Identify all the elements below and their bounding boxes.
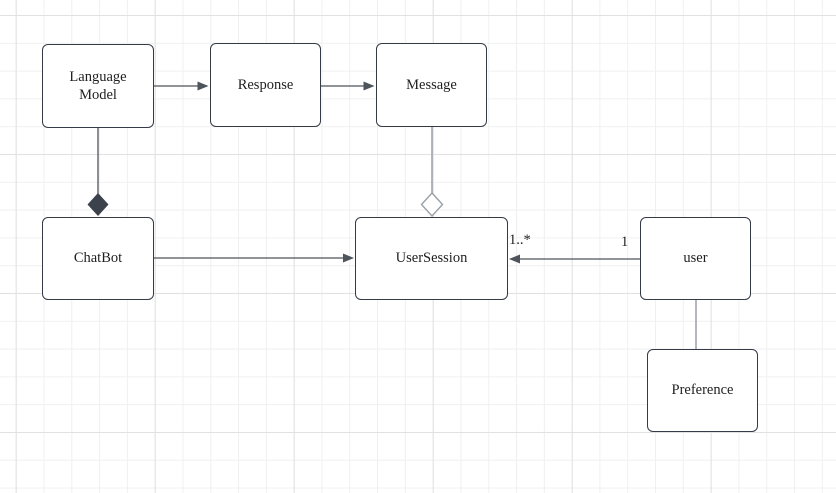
node-chatbot[interactable]: ChatBot [42, 217, 154, 300]
node-label: Message [406, 76, 457, 93]
aggregation-diamond-icon [420, 191, 444, 218]
node-label: UserSession [395, 250, 468, 267]
node-preference[interactable]: Preference [647, 349, 758, 432]
node-user[interactable]: user [640, 217, 751, 300]
node-label: user [683, 250, 708, 267]
composition-diamond-icon [87, 193, 109, 216]
node-label: Language Model [69, 68, 127, 103]
node-label: Preference [671, 382, 734, 399]
node-language-model[interactable]: Language Model [42, 44, 154, 128]
node-label: Response [237, 76, 294, 93]
node-message[interactable]: Message [376, 43, 487, 127]
node-label: ChatBot [73, 250, 123, 267]
edge-label-multiplicity-one[interactable]: 1 [621, 234, 629, 250]
edge-label-multiplicity-one-to-many[interactable]: 1..* [509, 232, 531, 248]
node-user-session[interactable]: UserSession [355, 217, 508, 300]
node-response[interactable]: Response [210, 43, 321, 127]
